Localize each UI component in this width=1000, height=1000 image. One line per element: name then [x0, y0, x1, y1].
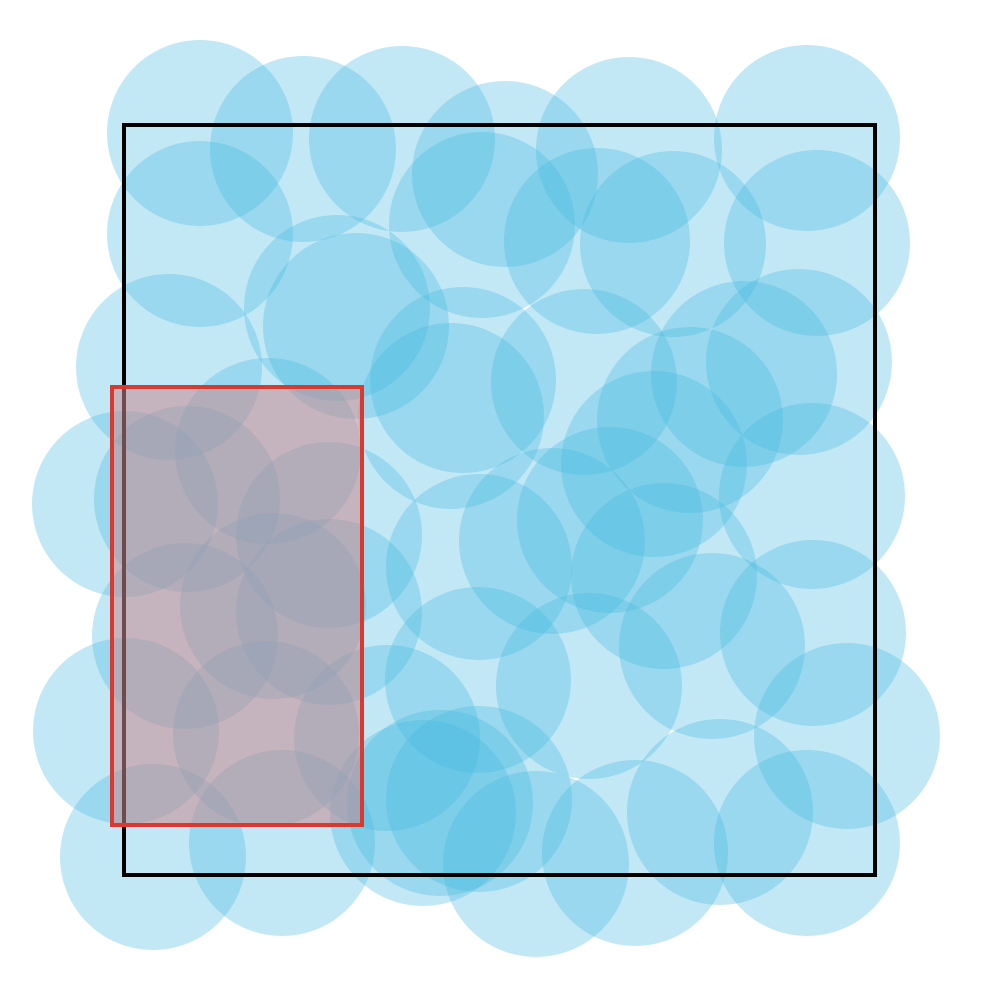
coverage-circle [309, 46, 495, 232]
highlight-rectangle [110, 385, 364, 827]
coverage-circle [491, 289, 677, 475]
coverage-circle [724, 150, 910, 336]
coverage-circle [517, 427, 703, 613]
coverage-circle [714, 750, 900, 936]
coverage-circle [719, 403, 905, 589]
coverage-circle [263, 233, 449, 419]
coverage-circle [386, 474, 572, 660]
coverage-circle [386, 706, 572, 892]
coverage-circle [571, 483, 757, 669]
coverage-circle [536, 57, 722, 243]
coverage-circle [720, 540, 906, 726]
coverage-circle [370, 287, 556, 473]
coverage-circle [412, 81, 598, 267]
coverage-circle [347, 710, 533, 896]
coverage-circle [542, 760, 728, 946]
coverage-circle [107, 141, 293, 327]
coverage-circle [389, 132, 575, 318]
coverage-circle [627, 719, 813, 905]
coverage-circle [496, 593, 682, 779]
coverage-circle [443, 771, 629, 957]
coverage-circle [107, 40, 293, 226]
coverage-circle [580, 151, 766, 337]
coverage-circle [385, 587, 571, 773]
coverage-circle [459, 448, 645, 634]
coverage-circle [561, 371, 747, 557]
coverage-circle [754, 643, 940, 829]
coverage-circle [210, 56, 396, 242]
coverage-circle [358, 323, 544, 509]
coverage-circle [706, 269, 892, 455]
coverage-circle [619, 553, 805, 739]
coverage-circle [597, 327, 783, 513]
coverage-circle [504, 148, 690, 334]
coverage-circle [330, 720, 516, 906]
coverage-circle [244, 215, 430, 401]
coverage-circle [714, 45, 900, 231]
circle-cluster [32, 40, 940, 957]
coverage-circle [651, 281, 837, 467]
